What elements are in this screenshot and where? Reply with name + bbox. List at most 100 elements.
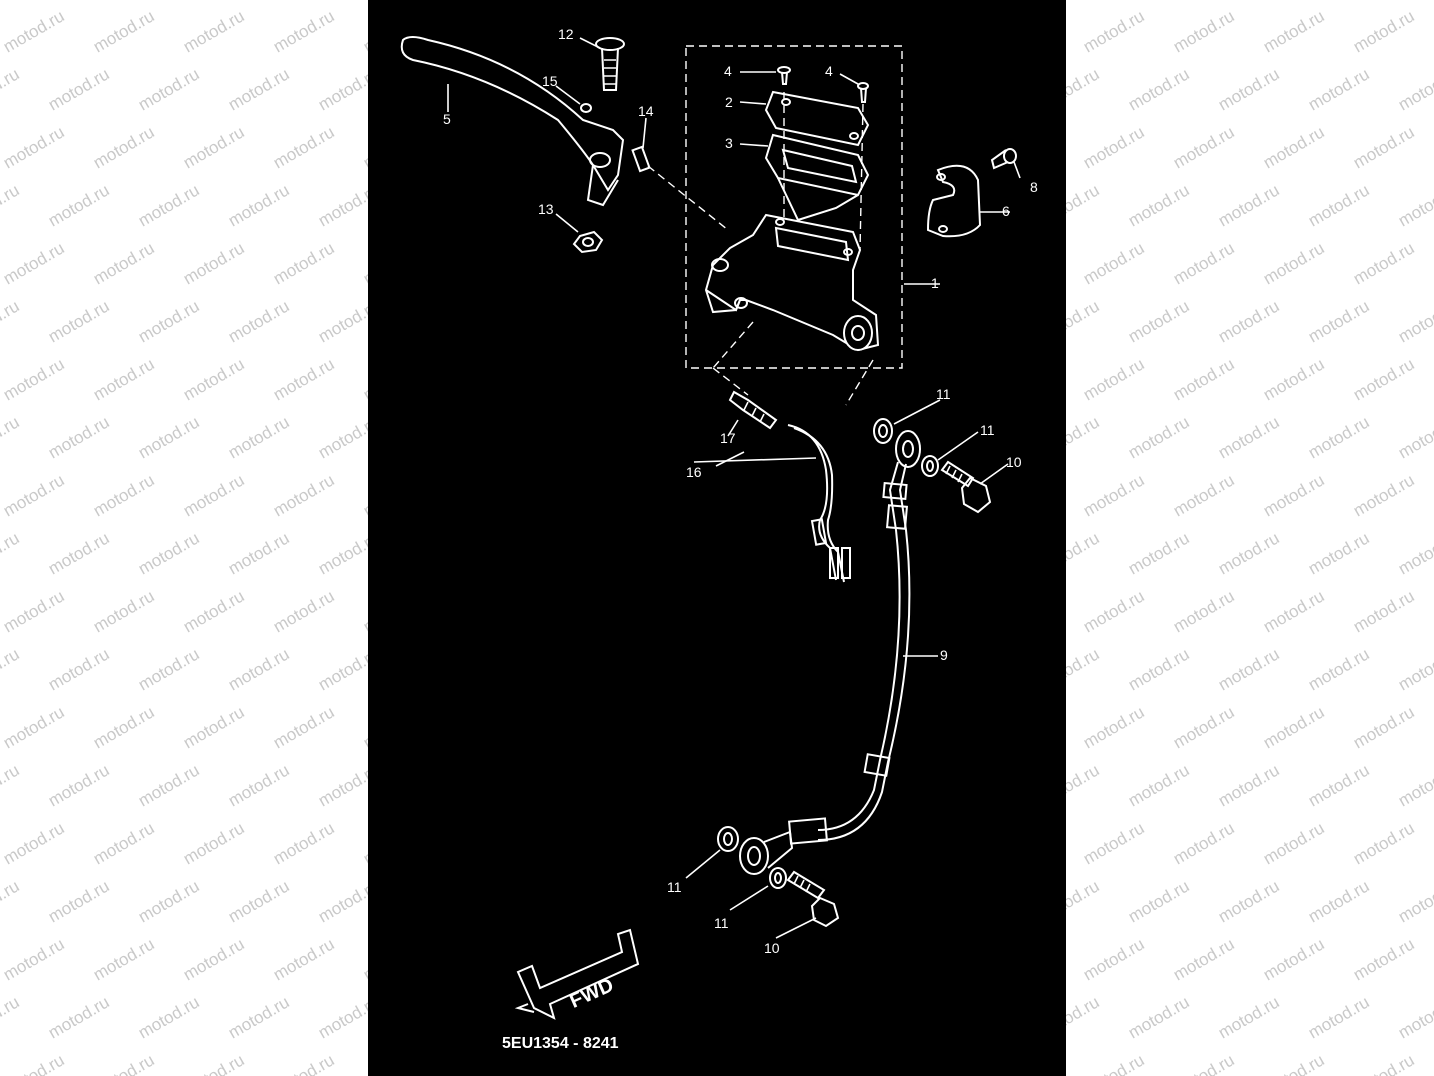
watermark-text: motod.ru bbox=[1350, 238, 1418, 289]
watermark-text: motod.ru bbox=[1395, 528, 1434, 579]
callout-2: 2 bbox=[725, 94, 733, 110]
watermark-text: motod.ru bbox=[1260, 6, 1328, 57]
brake-hose bbox=[788, 461, 911, 845]
fwd-label: FWD bbox=[566, 974, 617, 1013]
watermark-text: motod.ru bbox=[45, 412, 113, 463]
parts-diagram-panel: 1 2 3 4 4 5 6 8 9 10 10 11 11 11 11 12 1… bbox=[368, 0, 1066, 1076]
callout-8: 8 bbox=[1030, 179, 1038, 195]
callout-10-lower: 10 bbox=[764, 940, 780, 956]
watermark-text: motod.ru bbox=[45, 876, 113, 927]
watermark-text: motod.ru bbox=[270, 122, 338, 173]
union-bolt-upper bbox=[940, 460, 992, 514]
watermark-text: motod.ru bbox=[180, 470, 248, 521]
lever-locknut bbox=[572, 230, 604, 254]
watermark-text: motod.ru bbox=[1260, 934, 1328, 985]
guide-line-union bbox=[845, 359, 874, 406]
callout-4-right: 4 bbox=[825, 63, 833, 79]
watermark-text: motod.ru bbox=[90, 122, 158, 173]
watermark-text: motod.ru bbox=[1395, 876, 1434, 927]
watermark-text: motod.ru bbox=[1350, 1050, 1418, 1076]
watermark-text: motod.ru bbox=[1260, 470, 1328, 521]
watermark-text: motod.ru bbox=[1305, 180, 1373, 231]
watermark-text: motod.ru bbox=[1215, 644, 1283, 695]
watermark-text: motod.ru bbox=[0, 818, 68, 869]
watermark-text: motod.ru bbox=[1125, 992, 1193, 1043]
watermark-text: motod.ru bbox=[1215, 296, 1283, 347]
callout-14: 14 bbox=[638, 103, 654, 119]
watermark-text: motod.ru bbox=[1260, 122, 1328, 173]
watermark-text: motod.ru bbox=[270, 934, 338, 985]
watermark-text: motod.ru bbox=[180, 934, 248, 985]
leader-lines bbox=[447, 37, 1021, 939]
callout-12: 12 bbox=[558, 26, 574, 42]
watermark-text: motod.ru bbox=[135, 992, 203, 1043]
watermark-text: motod.ru bbox=[1215, 64, 1283, 115]
watermark-text: motod.ru bbox=[1080, 934, 1148, 985]
reservoir-diaphragm bbox=[764, 133, 870, 222]
watermark-text: motod.ru bbox=[0, 992, 23, 1043]
watermark-text: motod.ru bbox=[0, 644, 23, 695]
watermark-text: motod.ru bbox=[1305, 992, 1373, 1043]
watermark-text: motod.ru bbox=[45, 296, 113, 347]
watermark-text: motod.ru bbox=[1305, 296, 1373, 347]
watermark-text: motod.ru bbox=[135, 644, 203, 695]
callout-11-lower-1: 11 bbox=[667, 879, 682, 895]
watermark-text: motod.ru bbox=[1350, 6, 1418, 57]
watermark-text: motod.ru bbox=[1260, 818, 1328, 869]
brake-light-switch bbox=[728, 390, 778, 430]
watermark-text: motod.ru bbox=[1170, 6, 1238, 57]
watermark-text: motod.ru bbox=[1350, 470, 1418, 521]
parts-diagram: 1 2 3 4 4 5 6 8 9 10 10 11 11 11 11 12 1… bbox=[400, 26, 1038, 1052]
watermark-text: motod.ru bbox=[0, 702, 68, 753]
watermark-text: motod.ru bbox=[1350, 934, 1418, 985]
watermark-text: motod.ru bbox=[0, 296, 23, 347]
watermark-text: motod.ru bbox=[0, 528, 23, 579]
copper-washer-upper-2-hole bbox=[926, 460, 934, 472]
watermark-text: motod.ru bbox=[1215, 876, 1283, 927]
watermark-text: motod.ru bbox=[1395, 992, 1434, 1043]
watermark-text: motod.ru bbox=[270, 470, 338, 521]
reservoir-cap bbox=[764, 90, 870, 147]
watermark-text: motod.ru bbox=[1170, 702, 1238, 753]
watermark-text: motod.ru bbox=[1305, 876, 1373, 927]
watermark-text: motod.ru bbox=[1350, 586, 1418, 637]
brake-lever bbox=[400, 36, 625, 207]
watermark-text: motod.ru bbox=[1170, 818, 1238, 869]
watermark-text: motod.ru bbox=[0, 64, 23, 115]
watermark-text: motod.ru bbox=[1305, 528, 1373, 579]
cap-screw-left bbox=[777, 66, 791, 85]
callout-5: 5 bbox=[443, 111, 451, 127]
watermark-text: motod.ru bbox=[180, 238, 248, 289]
watermark-text: motod.ru bbox=[1170, 354, 1238, 405]
union-bolt-lower bbox=[786, 870, 840, 928]
callout-11-upper-2: 11 bbox=[980, 422, 995, 438]
watermark-text: motod.ru bbox=[270, 354, 338, 405]
callout-1: 1 bbox=[931, 275, 939, 291]
watermark-text: motod.ru bbox=[45, 180, 113, 231]
watermark-text: motod.ru bbox=[1125, 760, 1193, 811]
clamp-bolt bbox=[990, 148, 1017, 170]
callout-10-upper: 10 bbox=[1006, 454, 1022, 470]
watermark-text: motod.ru bbox=[1260, 586, 1328, 637]
watermark-text: motod.ru bbox=[1080, 702, 1148, 753]
guide-line-pin bbox=[647, 165, 729, 231]
watermark-text: motod.ru bbox=[1305, 760, 1373, 811]
watermark-text: motod.ru bbox=[0, 122, 68, 173]
callout-6: 6 bbox=[1002, 203, 1010, 219]
watermark-text: motod.ru bbox=[135, 180, 203, 231]
cap-screw-right bbox=[857, 82, 869, 103]
lever-pivot-bolt bbox=[595, 37, 625, 91]
watermark-text: motod.ru bbox=[225, 412, 293, 463]
watermark-text: motod.ru bbox=[1170, 934, 1238, 985]
watermark-text: motod.ru bbox=[1080, 1050, 1148, 1076]
watermark-text: motod.ru bbox=[225, 64, 293, 115]
watermark-text: motod.ru bbox=[1305, 412, 1373, 463]
watermark-text: motod.ru bbox=[1125, 876, 1193, 927]
callout-16: 16 bbox=[686, 464, 702, 480]
watermark-text: motod.ru bbox=[180, 354, 248, 405]
watermark-text: motod.ru bbox=[1125, 528, 1193, 579]
watermark-text: motod.ru bbox=[1350, 354, 1418, 405]
lever-nut-small bbox=[580, 103, 592, 113]
watermark-text: motod.ru bbox=[1260, 1050, 1328, 1076]
banjo-fitting-lower bbox=[739, 830, 794, 875]
